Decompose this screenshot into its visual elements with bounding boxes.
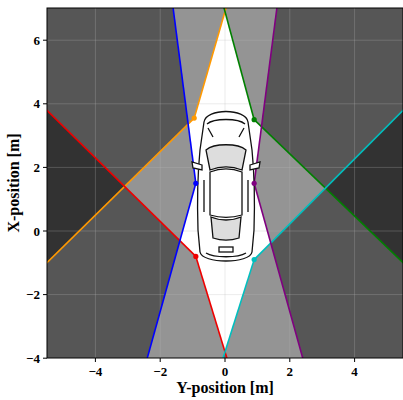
- tick-label: 0: [222, 365, 229, 378]
- grid-line: [160, 8, 161, 358]
- fov-ray: [254, 8, 403, 260]
- tick-label: 4: [34, 97, 41, 110]
- axis-title: Y-position [m]: [176, 380, 274, 396]
- grid-line: [289, 8, 290, 358]
- grid-lines: [47, 8, 403, 358]
- tick-mark: [289, 358, 290, 362]
- fov-ray: [254, 183, 403, 358]
- tick-label: 2: [287, 365, 294, 378]
- tick-mark: [95, 358, 96, 362]
- tick-label: 0: [34, 225, 41, 238]
- fov-ray: [47, 8, 254, 120]
- sensor-marker: [252, 181, 257, 186]
- tick-mark: [43, 231, 47, 232]
- tick-mark: [43, 40, 47, 41]
- tick-mark: [160, 358, 161, 362]
- tick-label: −2: [153, 365, 167, 378]
- fov-ray: [47, 118, 194, 358]
- tick-label: 6: [34, 34, 41, 47]
- fov-ray: [254, 8, 357, 183]
- blind-zone: [254, 8, 403, 358]
- fov-ray: [196, 256, 403, 358]
- fov-ray: [47, 183, 196, 358]
- tick-mark: [354, 358, 355, 362]
- fov-ray: [93, 8, 196, 183]
- tick-label: −2: [26, 288, 40, 301]
- tick-mark: [43, 167, 47, 168]
- car-illustration: [192, 112, 260, 262]
- grid-line: [354, 8, 355, 358]
- tick-marks: [43, 40, 355, 362]
- tick-label: −4: [88, 365, 102, 378]
- grid-line: [47, 294, 403, 295]
- sensor-marker: [193, 181, 198, 186]
- grid-line: [47, 103, 403, 104]
- fov-ray: [47, 8, 196, 256]
- tick-mark: [43, 294, 47, 295]
- axis-title: X-position [m]: [6, 133, 22, 232]
- tick-mark: [43, 103, 47, 104]
- grid-line: [95, 8, 96, 358]
- sensor-marker: [252, 117, 257, 122]
- tick-label: 4: [351, 365, 358, 378]
- tick-label: 2: [34, 161, 41, 174]
- sensor-marker: [252, 257, 257, 262]
- tick-mark: [225, 358, 226, 362]
- sensor-markers: [192, 116, 257, 263]
- fov-ray: [254, 120, 403, 358]
- grid-line: [47, 40, 403, 41]
- fov-ray: [194, 8, 403, 118]
- coverage-shading: [47, 8, 403, 358]
- tick-mark: [43, 358, 47, 359]
- sensor-marker: [193, 254, 198, 259]
- tick-label: −4: [26, 352, 40, 365]
- sensor-marker: [192, 116, 197, 121]
- sensor-rays: [47, 8, 403, 358]
- plot-frame: [47, 8, 403, 358]
- blind-zone: [47, 8, 196, 358]
